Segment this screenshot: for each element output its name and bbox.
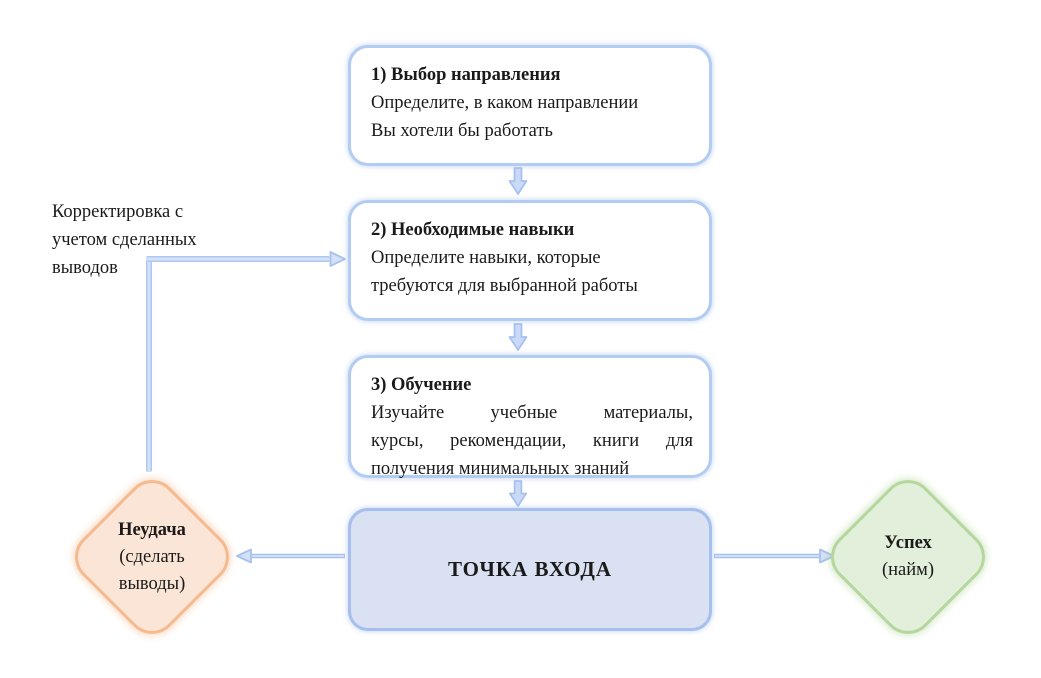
entry-point-box: ТОЧКА ВХОДА <box>348 508 712 631</box>
success-diamond-content: Успех (найм) <box>849 498 967 616</box>
feedback-arrow-horizontal-segment <box>146 256 330 262</box>
failure-title: Неудача <box>118 519 186 540</box>
step-2-title: 2) Необходимые навыки <box>371 220 575 240</box>
step-3-body-line-2: курсы, рекомендации, книги для <box>371 431 693 451</box>
step-2-required-skills-box: 2) Необходимые навыки Определите навыки,… <box>348 200 712 321</box>
step-3-education-box: 3) Обучение Изучайте учебные материалы, … <box>348 355 712 479</box>
success-title: Успех <box>884 533 932 553</box>
arrow-right-icon <box>714 548 835 564</box>
step-1-choose-direction-box: 1) Выбор направления Определите, в каком… <box>348 45 712 166</box>
success-note: (найм) <box>881 560 935 580</box>
arrow-down-icon <box>508 323 528 351</box>
step-3-body-line-3: получения минимальных знаний <box>371 459 630 479</box>
arrow-down-icon <box>508 167 528 195</box>
failure-diamond: Неудача (сделать выводы) <box>64 469 240 645</box>
step-2-body: Определите навыки, которые требуются для… <box>371 248 638 296</box>
success-diamond: Успех (найм) <box>820 469 996 645</box>
step-1-title: 1) Выбор направления <box>371 65 561 85</box>
arrow-down-icon <box>508 480 528 507</box>
failure-note: (сделать выводы) <box>118 546 186 594</box>
step-3-title: 3) Обучение <box>371 375 472 395</box>
feedback-arrow-head-icon <box>329 251 346 267</box>
feedback-arrow-vertical-segment <box>146 256 152 472</box>
step-1-body: Определите, в каком направлении Вы хотел… <box>371 93 639 141</box>
feedback-loop-label: Корректировка с учетом сделанных выводов <box>52 202 197 278</box>
entry-point-label: ТОЧКА ВХОДА <box>447 557 613 581</box>
step-3-body-line-1: Изучайте учебные материалы, <box>371 403 693 423</box>
arrow-left-icon <box>236 548 345 564</box>
failure-diamond-content: Неудача (сделать выводы) <box>93 498 211 616</box>
